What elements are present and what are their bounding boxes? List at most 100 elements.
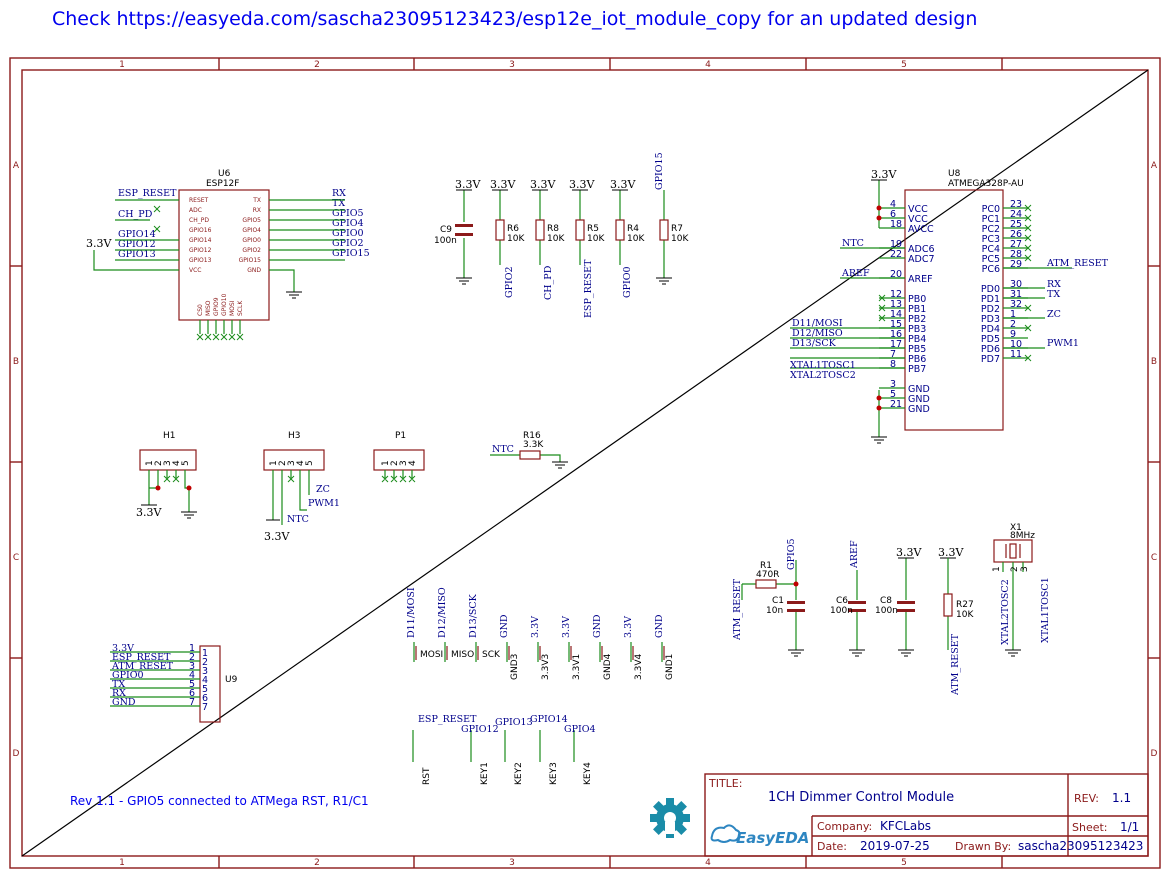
u8-left-pin-number: 13: [890, 299, 902, 310]
u9-pin-net: ESP_RESET: [112, 652, 171, 663]
u8-left-pin-number: 19: [890, 239, 902, 250]
u8-left-pin-name: PB3: [908, 324, 926, 335]
u8-right-pin-name: PD3: [981, 314, 1000, 325]
u8-no-connect-marker: [1024, 234, 1032, 242]
u8-right-pin-number: 29: [1010, 259, 1022, 270]
u8-no-connect-marker: [1024, 224, 1032, 232]
h3-pin-2: 2: [278, 460, 288, 466]
x1-pin-1: 1: [992, 566, 1002, 572]
r6-net: GPIO2: [504, 266, 515, 298]
u6-right-pin: GND: [247, 267, 261, 274]
h3-net-zc: ZC: [316, 484, 330, 495]
u9-ref: U9: [225, 675, 238, 685]
r7-net: GPIO15: [654, 152, 665, 190]
c9-ref: C9: [440, 225, 452, 235]
esp12f-module: U6 ESP12F RESETADCCH_PDGPIO16GPIO14GPIO1…: [86, 169, 370, 341]
h1-ref: H1: [163, 431, 176, 441]
revision-note: Rev 1.1 - GPIO5 connected to ATMega RST,…: [70, 794, 369, 808]
r8-value: 10K: [547, 234, 565, 244]
u6-no-connect-marker: [220, 333, 228, 341]
column-2-label: 2: [314, 60, 320, 70]
u8-left-pin-number: 14: [890, 309, 902, 320]
company-value: KFCLabs: [880, 819, 931, 833]
u8-net-ntc: NTC: [842, 238, 864, 249]
r4-power: 3.3V: [610, 178, 636, 191]
reset-circuit: R1 470R C1 10n ATM_RESET GPIO5: [732, 538, 805, 657]
c9-value: 100n: [434, 236, 457, 246]
h1-pin-5: 5: [181, 460, 191, 466]
h3-net-ntc: NTC: [287, 514, 309, 525]
h1-pin-4: 4: [172, 460, 182, 466]
u8-left-pin-number: 7: [890, 349, 896, 360]
key-net: GPIO14: [530, 714, 568, 725]
u6-net-gpio5: GPIO5: [332, 208, 364, 219]
p1-pin-2: 2: [390, 460, 400, 466]
u6-left-pin: RESET: [189, 197, 209, 204]
u8-right-pin-name: PC6: [982, 264, 1000, 275]
r27-value: 10K: [956, 610, 974, 620]
u8-net-tx: TX: [1047, 289, 1060, 300]
u8-right-pin-number: 32: [1010, 299, 1022, 310]
u8-net-miso: D12/MISO: [792, 328, 843, 339]
u8-no-connect-marker: [1024, 214, 1032, 222]
u6-net-gpio2: GPIO2: [332, 238, 364, 249]
key-label: KEY4: [583, 762, 593, 785]
date-label: Date:: [817, 840, 847, 853]
resistor-r16: R16 3.3K NTC: [490, 431, 568, 469]
u6-left-pin: CH_PD: [189, 217, 209, 224]
u6-right-pin: GPIO5: [242, 217, 261, 224]
column-4-label-bottom: 4: [705, 858, 711, 868]
r8-ref: R8: [547, 224, 559, 234]
u6-net-gpio15: GPIO15: [332, 248, 370, 259]
u6-net-esp-reset: ESP_RESET: [118, 188, 177, 199]
u8-left-pin-number: 12: [890, 289, 902, 300]
u8-left-pin-number: 21: [890, 399, 902, 410]
h3-ref: H3: [288, 431, 301, 441]
u6-net-tx: TX: [332, 198, 345, 209]
test-pad-label: GND3: [510, 654, 520, 680]
r8-net: CH_PD: [543, 265, 554, 300]
row-a-label: A: [13, 161, 20, 171]
u6-left-pin: GPIO12: [189, 247, 212, 254]
u8-no-connect-marker: [878, 294, 886, 302]
u8-right-pin-number: 10: [1010, 339, 1022, 350]
u8-left-pin-name: AVCC: [908, 224, 934, 235]
u9-pin-number-inner: 3: [202, 666, 208, 677]
u9-pin-number-inner: 7: [202, 702, 208, 713]
r16-value: 3.3K: [523, 440, 544, 450]
row-b-label-right: B: [1151, 357, 1157, 367]
header-h3: H3 1 2 3 4 5 NTC PWM1 ZC 3.3V: [263, 431, 340, 543]
r5-power: 3.3V: [569, 178, 595, 191]
test-pad-label: 3.3V4: [634, 654, 644, 680]
u8-right-pin-name: PC5: [982, 254, 1000, 265]
sheet-value: 1/1: [1120, 820, 1139, 834]
h3-pin-4: 4: [296, 460, 306, 466]
x1-pin-2: 2: [1010, 566, 1020, 572]
u8-no-connect-marker: [878, 314, 886, 322]
h3-net-pwm1: PWM1: [308, 498, 340, 509]
row-d-label-right: D: [1151, 749, 1158, 759]
u6-bottom-pin: SCLK: [237, 300, 244, 316]
title-value: 1CH Dimmer Control Module: [768, 790, 954, 805]
u8-left-pin-name: VCC: [908, 204, 928, 215]
drawn-by-value: sascha23095123423: [1018, 839, 1143, 853]
x1-pin-3: 3: [1020, 566, 1030, 572]
u8-left-pin-name: GND: [908, 384, 930, 395]
c6-net: AREF: [849, 540, 860, 569]
header-h1: H1 1 2 3 4 5 3.3V: [136, 431, 197, 519]
u6-bottom-pin: MOSI: [229, 300, 236, 316]
test-pad-net: 3.3V: [623, 616, 634, 638]
test-pad-label: 3.3V3: [541, 654, 551, 680]
r27-ref: R27: [956, 600, 974, 610]
key-net: ESP_RESET: [418, 714, 477, 725]
r6-ref: R6: [507, 224, 519, 234]
test-pad-net: GND: [499, 614, 510, 638]
c1-value: 10n: [766, 606, 783, 616]
h3-pin-3: 3: [287, 460, 297, 466]
u8-right-pin-name: PD5: [981, 334, 1000, 345]
u8-net-mosi: D11/MOSI: [792, 318, 843, 329]
key-label: RST: [422, 767, 432, 785]
r4-value: 10K: [627, 234, 645, 244]
u8-left-pin-number: 4: [890, 199, 896, 210]
